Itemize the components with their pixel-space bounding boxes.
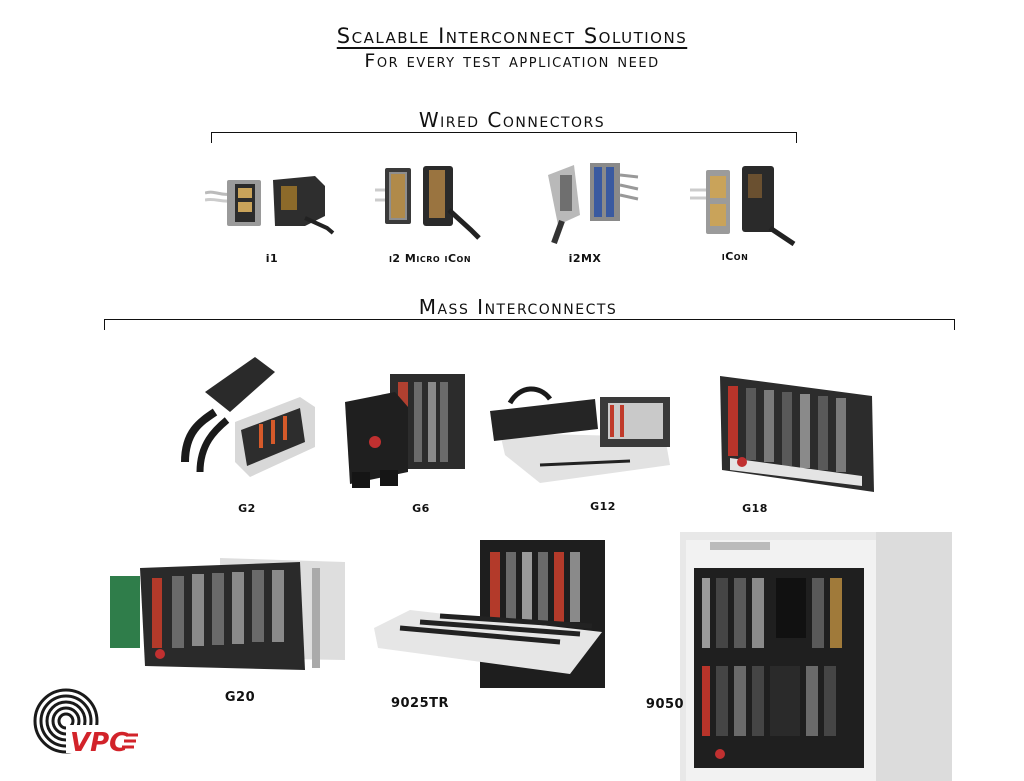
i2mx-connector-image	[548, 163, 639, 245]
product-label-i2mx: i2MX	[568, 252, 602, 265]
product-label-icon: iCon	[721, 250, 749, 263]
9025tr-receiver-image	[374, 540, 605, 688]
icon-connector-image	[690, 166, 796, 247]
g20-receiver-image	[110, 558, 345, 670]
section-title-mass: Mass Interconnects	[418, 295, 618, 319]
product-label-g18: G18	[742, 502, 768, 515]
page-subtitle: For every test application need	[364, 50, 660, 72]
i1-connector-image	[205, 176, 335, 235]
g12-receiver-image	[490, 386, 670, 483]
product-label-9050: 9050	[645, 697, 685, 712]
vpc-logo-text: VPC	[70, 728, 128, 758]
g2-receiver-image	[181, 357, 315, 477]
product-label-i1: i1	[265, 252, 279, 265]
product-label-g6: G6	[412, 502, 430, 515]
product-label-g12: G12	[590, 500, 616, 513]
i2-micro-icon-connector-image	[375, 166, 481, 240]
g6-receiver-image	[345, 374, 465, 488]
product-label-i2-micro-icon: i2 Micro iCon	[388, 252, 472, 265]
vpc-logo-mark-icon	[33, 688, 136, 754]
product-label-g2: G2	[238, 502, 256, 515]
section-title-wired: Wired Connectors	[418, 108, 606, 132]
g18-receiver-image	[720, 376, 874, 492]
product-label-g20: G20	[224, 690, 256, 705]
vpc-logo: VPC	[33, 688, 138, 758]
9050-cabinet-image	[680, 532, 952, 781]
bracket-wired	[211, 132, 797, 143]
page-title: Scalable Interconnect Solutions	[336, 24, 688, 48]
bracket-mass	[104, 319, 955, 330]
product-label-9025tr: 9025TR	[390, 696, 450, 711]
